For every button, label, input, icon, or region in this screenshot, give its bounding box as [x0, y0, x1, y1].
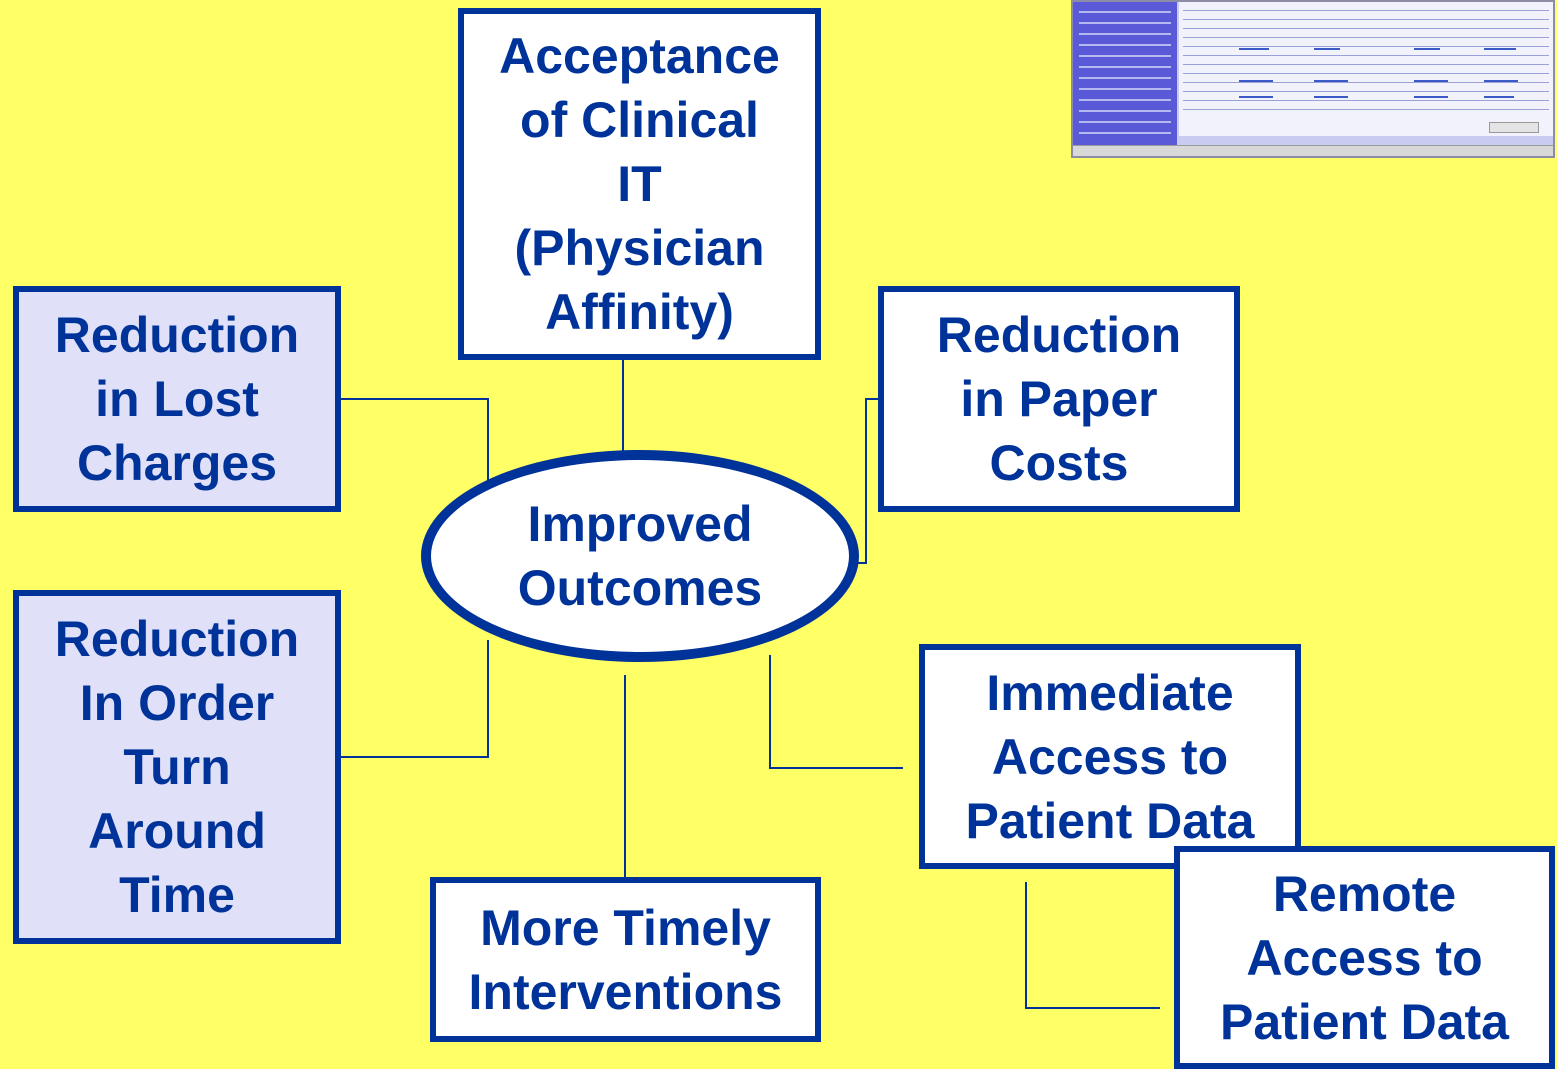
node-lost-charges-label: Reduction in Lost Charges — [54, 307, 300, 491]
node-acceptance-label: Acceptance of Clinical IT (Physician Aff… — [499, 28, 780, 340]
center-improved-outcomes: Improved Outcomes — [421, 450, 859, 662]
thumbnail-sidebar — [1073, 2, 1177, 152]
node-immediate-access-label: Immediate Access to Patient Data — [965, 664, 1255, 849]
node-order-turnaround-label: Reduction In Order Turn Around Time — [54, 611, 300, 923]
embedded-screenshot-thumbnail — [1071, 0, 1555, 158]
connector-order-turnaround — [341, 640, 489, 758]
connector-lost-charges — [341, 398, 489, 485]
thumbnail-button — [1489, 122, 1539, 133]
node-timely-interventions-label: More Timely Interventions — [468, 899, 783, 1020]
connector-remote-access — [1025, 882, 1160, 1009]
node-reduction-lost-charges: Reduction in Lost Charges — [13, 286, 341, 512]
node-paper-costs-label: Reduction in Paper Costs — [936, 307, 1182, 491]
connector-paper-costs — [855, 398, 878, 564]
center-label: Improved Outcomes — [517, 496, 763, 616]
node-reduction-paper-costs: Reduction in Paper Costs — [878, 286, 1240, 512]
connector-immediate-access — [769, 655, 903, 769]
node-reduction-order-turnaround: Reduction In Order Turn Around Time — [13, 590, 341, 944]
node-immediate-access: Immediate Access to Patient Data — [919, 644, 1301, 869]
node-remote-access-label: Remote Access to Patient Data — [1220, 865, 1509, 1050]
thumbnail-statusbar — [1073, 145, 1553, 156]
node-more-timely-interventions: More Timely Interventions — [430, 877, 821, 1042]
node-remote-access: Remote Access to Patient Data — [1174, 846, 1555, 1069]
thumbnail-table — [1179, 2, 1553, 136]
node-acceptance-of-clinical-it: Acceptance of Clinical IT (Physician Aff… — [458, 8, 821, 360]
